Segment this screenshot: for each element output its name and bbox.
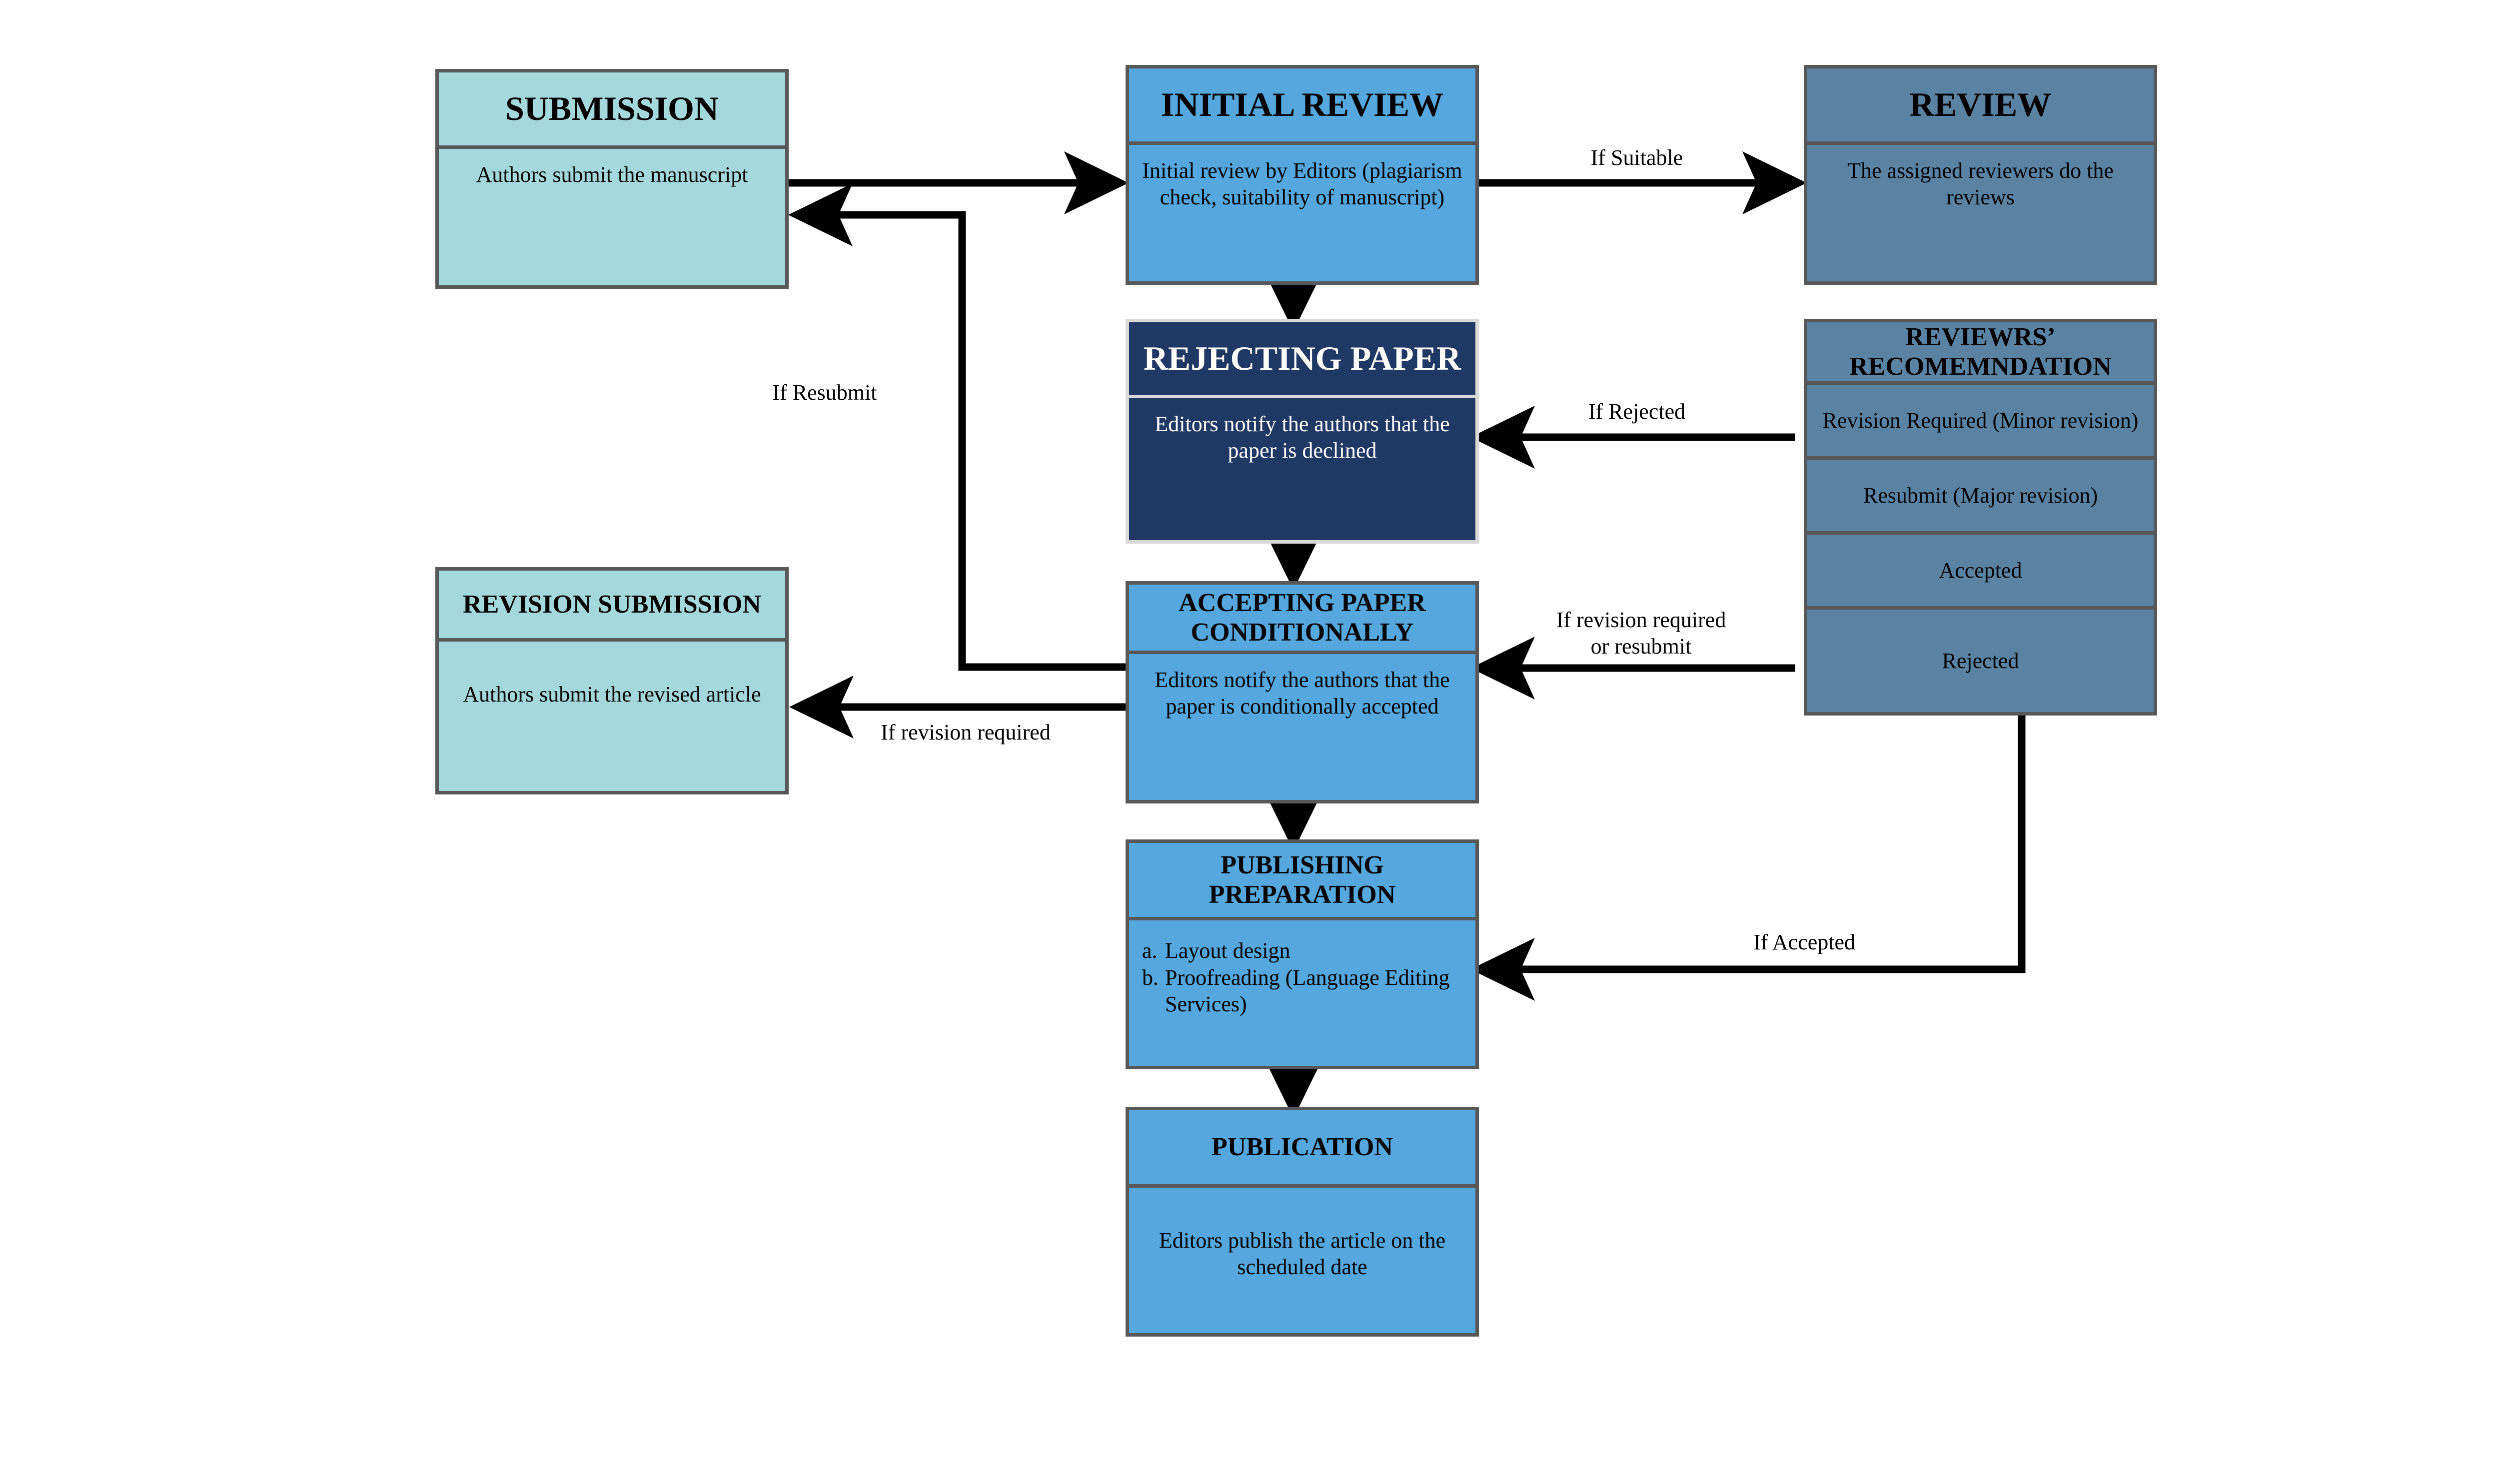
recommendation-row-rejected[interactable]: Rejected [1942,648,2019,673]
node-review-body: The assigned reviewers do the reviews [1847,158,2114,209]
node-divider [439,638,785,642]
node-divider [439,145,785,149]
node-revision-submission-title: REVISION SUBMISSION [463,590,761,619]
recommendation-row-resubmit[interactable]: Resubmit (Major revision) [1863,483,2098,508]
node-reviewers-recommendation-title: REVIEWRS’ RECOMEMNDATION [1849,322,2112,381]
node-divider [1129,141,1475,145]
node-divider [1807,141,2154,145]
node-divider [1129,395,1475,398]
edge-label-if-rejected: If Rejected [1588,399,1686,424]
edge-label-if-revision-required: If revision required [881,720,1051,744]
node-rejecting-paper-title: REJECTING PAPER [1143,339,1461,377]
node-initial-review[interactable]: INITIAL REVIEW Initial review by Editors… [1126,65,1479,285]
list-item-text: Layout design [1165,938,1290,963]
node-divider [1807,606,2154,610]
node-divider [1807,531,2154,535]
node-submission-title: SUBMISSION [505,89,719,128]
node-publication-body: Editors publish the article on the sched… [1159,1228,1446,1279]
node-accepting-paper-conditionally-body: Editors notify the authors that the pape… [1155,668,1450,719]
node-divider [1129,1184,1475,1188]
recommendation-row-accepted[interactable]: Accepted [1939,558,2022,583]
node-divider [1807,381,2154,385]
node-review[interactable]: REVIEW The assigned reviewers do the rev… [1804,65,2157,285]
node-review-title: REVIEW [1909,85,2052,124]
node-initial-review-body: Initial review by Editors (plagiarism ch… [1142,158,1462,209]
node-divider [1129,917,1475,920]
node-initial-review-title: INITIAL REVIEW [1161,85,1443,124]
publishing-preparation-list: a. Layout design b. Proofreading (Langua… [1129,920,1475,1066]
edge-label-if-revision-required-or-resubmit: If revision required or resubmit [1556,608,1726,659]
recommendation-row-revision-required[interactable]: Revision Required (Minor revision) [1822,408,2139,433]
node-publishing-preparation-title: PUBLISHING PREPARATION [1209,850,1396,909]
node-revision-submission[interactable]: REVISION SUBMISSION Authors submit the r… [435,567,789,794]
node-reviewers-recommendation[interactable]: REVIEWRS’ RECOMEMNDATION Revision Requir… [1804,319,2157,716]
node-revision-submission-body: Authors submit the revised article [463,682,761,707]
node-rejecting-paper[interactable]: REJECTING PAPER Editors notify the autho… [1126,319,1479,544]
node-submission[interactable]: SUBMISSION Authors submit the manuscript [435,69,789,289]
list-item: b. Proofreading (Language Editing Servic… [1142,964,1468,1018]
node-accepting-paper-conditionally-title: ACCEPTING PAPER CONDITIONALLY [1179,588,1426,647]
node-submission-body: Authors submit the manuscript [476,162,748,187]
list-item-text: Proofreading (Language Editing Services) [1165,965,1450,1017]
edge-label-if-accepted: If Accepted [1753,930,1855,954]
node-publishing-preparation[interactable]: PUBLISHING PREPARATION a. Layout design … [1126,839,1479,1069]
edge-label-if-resubmit: If Resubmit [772,380,877,405]
list-item: a. Layout design [1142,937,1468,964]
node-divider [1807,456,2154,460]
node-publication-title: PUBLICATION [1211,1133,1393,1162]
node-publication[interactable]: PUBLICATION Editors publish the article … [1126,1107,1479,1337]
list-marker: a. [1142,938,1158,963]
node-accepting-paper-conditionally[interactable]: ACCEPTING PAPER CONDITIONALLY Editors no… [1126,581,1479,803]
node-divider [1129,651,1475,654]
node-rejecting-paper-body: Editors notify the authors that the pape… [1155,412,1450,463]
edge-resubmit-loop [788,183,1126,671]
edge-label-if-suitable: If Suitable [1590,145,1683,170]
list-marker: b. [1142,965,1159,990]
